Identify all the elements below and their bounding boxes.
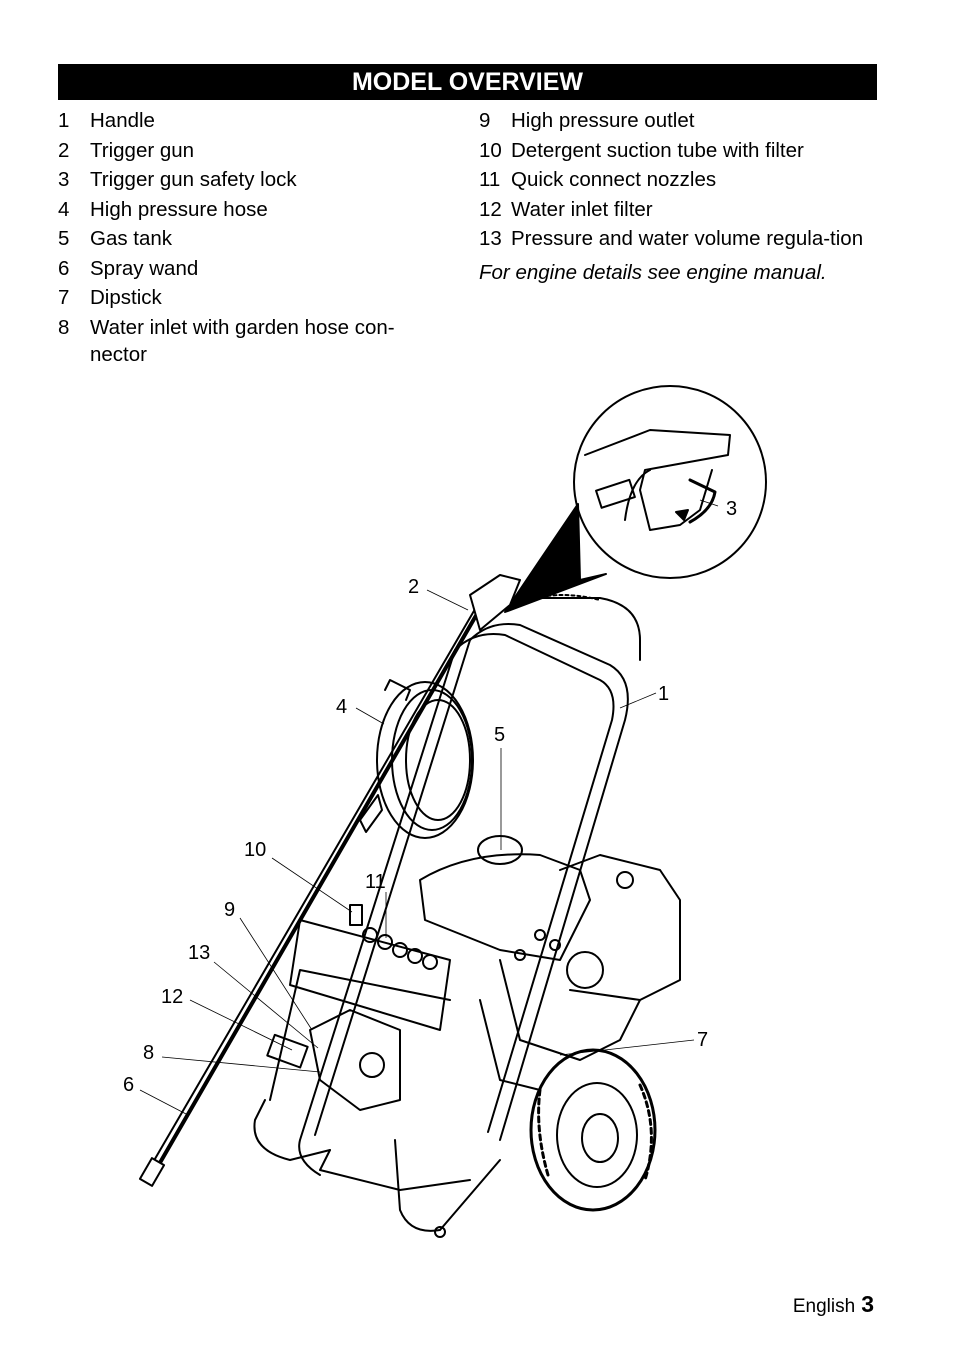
item-number: 11 [479, 168, 501, 191]
list-item: 5 Gas tank [58, 224, 443, 254]
item-number: 2 [58, 138, 70, 162]
section-title: MODEL OVERVIEW [58, 64, 877, 100]
callout-5: 5 [494, 724, 505, 746]
callout-10: 10 [244, 839, 266, 861]
item-number: 1 [58, 109, 70, 132]
list-item: 11 Quick connect nozzles [479, 165, 877, 195]
leader-line-1 [619, 692, 657, 709]
list-item: 12 Water inlet filter [479, 195, 877, 225]
item-label: Pressure and water volume regula-tion [511, 227, 864, 250]
page-number: 3 [861, 1291, 874, 1317]
leader-line-7 [559, 1039, 695, 1056]
list-item: 1 Handle [58, 106, 443, 136]
parts-list-right: 9 High pressure outlet 10 Detergent suctio… [479, 106, 877, 287]
callout-2: 2 [408, 576, 419, 598]
item-label: Water inlet filter [511, 197, 653, 221]
engine-note: For engine details see engine manual. [479, 260, 827, 284]
callout-11: 11 [365, 871, 386, 893]
callout-9: 9 [224, 899, 235, 921]
detail-pointer-cone [504, 503, 607, 613]
item-number: 8 [58, 315, 70, 339]
leader-line-3 [699, 499, 719, 507]
callout-1: 1 [658, 683, 669, 705]
leader-line-10 [271, 857, 353, 913]
leader-line-4 [355, 707, 385, 725]
item-label: Spray wand [90, 256, 199, 280]
list-item: 9 High pressure outlet [479, 106, 877, 136]
callout-12: 12 [161, 986, 183, 1008]
callout-13: 13 [188, 942, 210, 964]
parts-list-left: 1 Handle 2 Trigger gun 3 Trigger gun safety… [58, 106, 443, 369]
item-label: High pressure outlet [511, 109, 695, 132]
leader-line-2 [426, 589, 469, 611]
item-number: 12 [479, 197, 502, 221]
item-number: 5 [58, 227, 70, 250]
leader-line-8 [161, 1056, 321, 1073]
item-label: Detergent suction tube with filter [511, 138, 804, 162]
item-label: Handle [90, 109, 155, 132]
item-label: Gas tank [90, 227, 173, 250]
detail-magnifier [573, 385, 767, 579]
item-number: 9 [479, 109, 491, 132]
item-number: 13 [479, 227, 502, 250]
list-item: 4 High pressure hose [58, 195, 443, 225]
item-number: 4 [58, 197, 70, 221]
list-item: 8 Water inlet with garden hose con-nector [58, 313, 443, 370]
item-label: Quick connect nozzles [511, 168, 717, 191]
item-label: Dipstick [90, 286, 162, 309]
list-item: 10 Detergent suction tube with filter [479, 136, 877, 166]
item-number: 6 [58, 256, 70, 280]
list-item: 2 Trigger gun [58, 136, 443, 166]
leader-line-9 [239, 917, 313, 1031]
list-item: 13 Pressure and water volume regula-tion [479, 224, 877, 254]
item-label: Trigger gun safety lock [90, 168, 297, 191]
callout-3: 3 [726, 498, 737, 520]
item-number: 10 [479, 138, 502, 162]
list-item: 7 Dipstick [58, 283, 443, 313]
leader-line-13 [213, 961, 319, 1049]
item-label: High pressure hose [90, 197, 268, 221]
callout-6: 6 [123, 1074, 134, 1096]
footer-language: English [792, 1296, 856, 1317]
item-label: Water inlet with garden hose con-nector [90, 315, 395, 366]
callout-7: 7 [697, 1029, 708, 1051]
list-item: 3 Trigger gun safety lock [58, 165, 443, 195]
item-number: 3 [58, 168, 70, 191]
callout-8: 8 [143, 1042, 154, 1064]
leader-line-6 [139, 1089, 189, 1116]
callout-4: 4 [336, 696, 347, 718]
leader-line-12 [189, 999, 293, 1051]
pressure-washer-illustration: 1 2 3 4 5 6 7 8 9 10 11 12 13 [123, 385, 767, 1238]
item-label: Trigger gun [90, 138, 195, 162]
list-item: 6 Spray wand [58, 254, 443, 284]
item-number: 7 [58, 286, 70, 309]
